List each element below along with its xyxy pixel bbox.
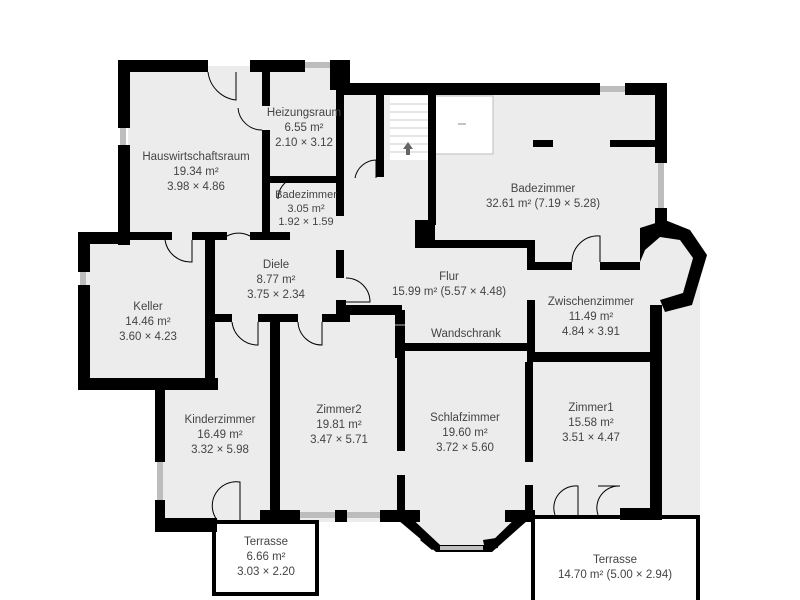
room-area: 14.46 m²	[125, 316, 171, 328]
room-area: 16.49 m²	[197, 429, 243, 441]
room-label-zimmer1: Zimmer1 15.58 m² 3.51 × 4.47	[562, 401, 620, 446]
room-name: Keller	[133, 301, 163, 313]
room-dims: 3.32 × 5.98	[191, 444, 249, 456]
room-area: 6.66 m²	[246, 551, 286, 563]
room-area: 3.05 m²	[287, 202, 325, 215]
room-area: 11.49 m²	[568, 311, 614, 323]
walls	[78, 60, 707, 552]
room-label-terrasse-large: Terrasse 14.70 m² (5.00 × 2.94)	[558, 553, 672, 583]
room-name: Kinderzimmer	[184, 414, 256, 426]
room-label-zimmer2: Zimmer2 19.81 m² 3.47 × 5.71	[310, 403, 368, 448]
room-name: Heizungsraum	[266, 107, 342, 119]
room-name: Terrasse	[592, 554, 638, 566]
room-area: 14.70 m² (5.00 × 2.94)	[557, 569, 673, 581]
room-dims: 2.10 × 3.12	[275, 137, 333, 149]
room-label-wandschrank: Wandschrank	[431, 327, 501, 342]
room-dims: 3.72 × 5.60	[436, 442, 494, 454]
room-dims: 3.75 × 2.34	[247, 289, 305, 301]
fixture-box	[434, 95, 494, 155]
room-area: 15.58 m²	[568, 417, 614, 429]
room-label-schlafzimmer: Schlafzimmer 19.60 m² 3.72 × 5.60	[430, 411, 500, 456]
room-area: 19.81 m²	[316, 419, 362, 431]
room-name: Badezimmer	[510, 183, 576, 195]
room-name: Zwischenzimmer	[547, 296, 635, 308]
room-dims: 3.51 × 4.47	[562, 432, 620, 444]
room-area: 19.60 m²	[442, 427, 488, 439]
room-name: Zimmer1	[568, 402, 614, 414]
room-name: Wandschrank	[431, 328, 501, 340]
room-label-badezimmer-large: Badezimmer 32.61 m² (7.19 × 5.28)	[486, 182, 600, 212]
room-area: 32.61 m² (7.19 × 5.28)	[485, 198, 601, 210]
room-area: 15.99 m² (5.57 × 4.48)	[391, 286, 507, 298]
room-label-hauswirtschaftsraum: Hauswirtschaftsraum 19.34 m² 3.98 × 4.86	[142, 150, 249, 195]
room-label-diele: Diele 8.77 m² 3.75 × 2.34	[247, 258, 305, 303]
room-label-zwischenzimmer: Zwischenzimmer 11.49 m² 4.84 × 3.91	[548, 295, 634, 340]
room-label-terrasse-small: Terrasse 6.66 m² 3.03 × 2.20	[237, 535, 295, 580]
floor-areas	[85, 66, 705, 545]
stair-arrow-icon	[403, 142, 413, 155]
room-area: 6.55 m²	[284, 122, 324, 134]
room-dims: 3.03 × 2.20	[237, 566, 295, 578]
room-name: Terrasse	[243, 536, 289, 548]
room-name: Flur	[439, 271, 459, 283]
room-dims: 3.47 × 5.71	[310, 434, 368, 446]
terraces	[212, 515, 700, 600]
room-label-flur: Flur 15.99 m² (5.57 × 4.48)	[392, 270, 506, 300]
room-area: 19.34 m²	[173, 166, 219, 178]
room-label-kinderzimmer: Kinderzimmer 16.49 m² 3.32 × 5.98	[185, 413, 256, 458]
room-label-heizungsraum: Heizungsraum 6.55 m² 2.10 × 3.12	[267, 106, 341, 151]
room-name: Badezimmer	[275, 189, 337, 201]
room-area: 8.77 m²	[256, 274, 296, 286]
room-name: Diele	[262, 259, 290, 271]
room-name: Zimmer2	[316, 404, 362, 416]
room-dims: 1.92 × 1.59	[278, 216, 334, 228]
room-dims: 4.84 × 3.91	[562, 326, 620, 338]
room-name: Schlafzimmer	[430, 412, 500, 424]
room-dims: 3.98 × 4.86	[167, 181, 225, 193]
doors	[164, 71, 621, 521]
room-dims: 3.60 × 4.23	[119, 331, 177, 343]
room-label-keller: Keller 14.46 m² 3.60 × 4.23	[119, 300, 177, 345]
stairs	[390, 96, 428, 160]
windows	[80, 62, 664, 550]
room-name: Hauswirtschaftsraum	[142, 151, 250, 163]
